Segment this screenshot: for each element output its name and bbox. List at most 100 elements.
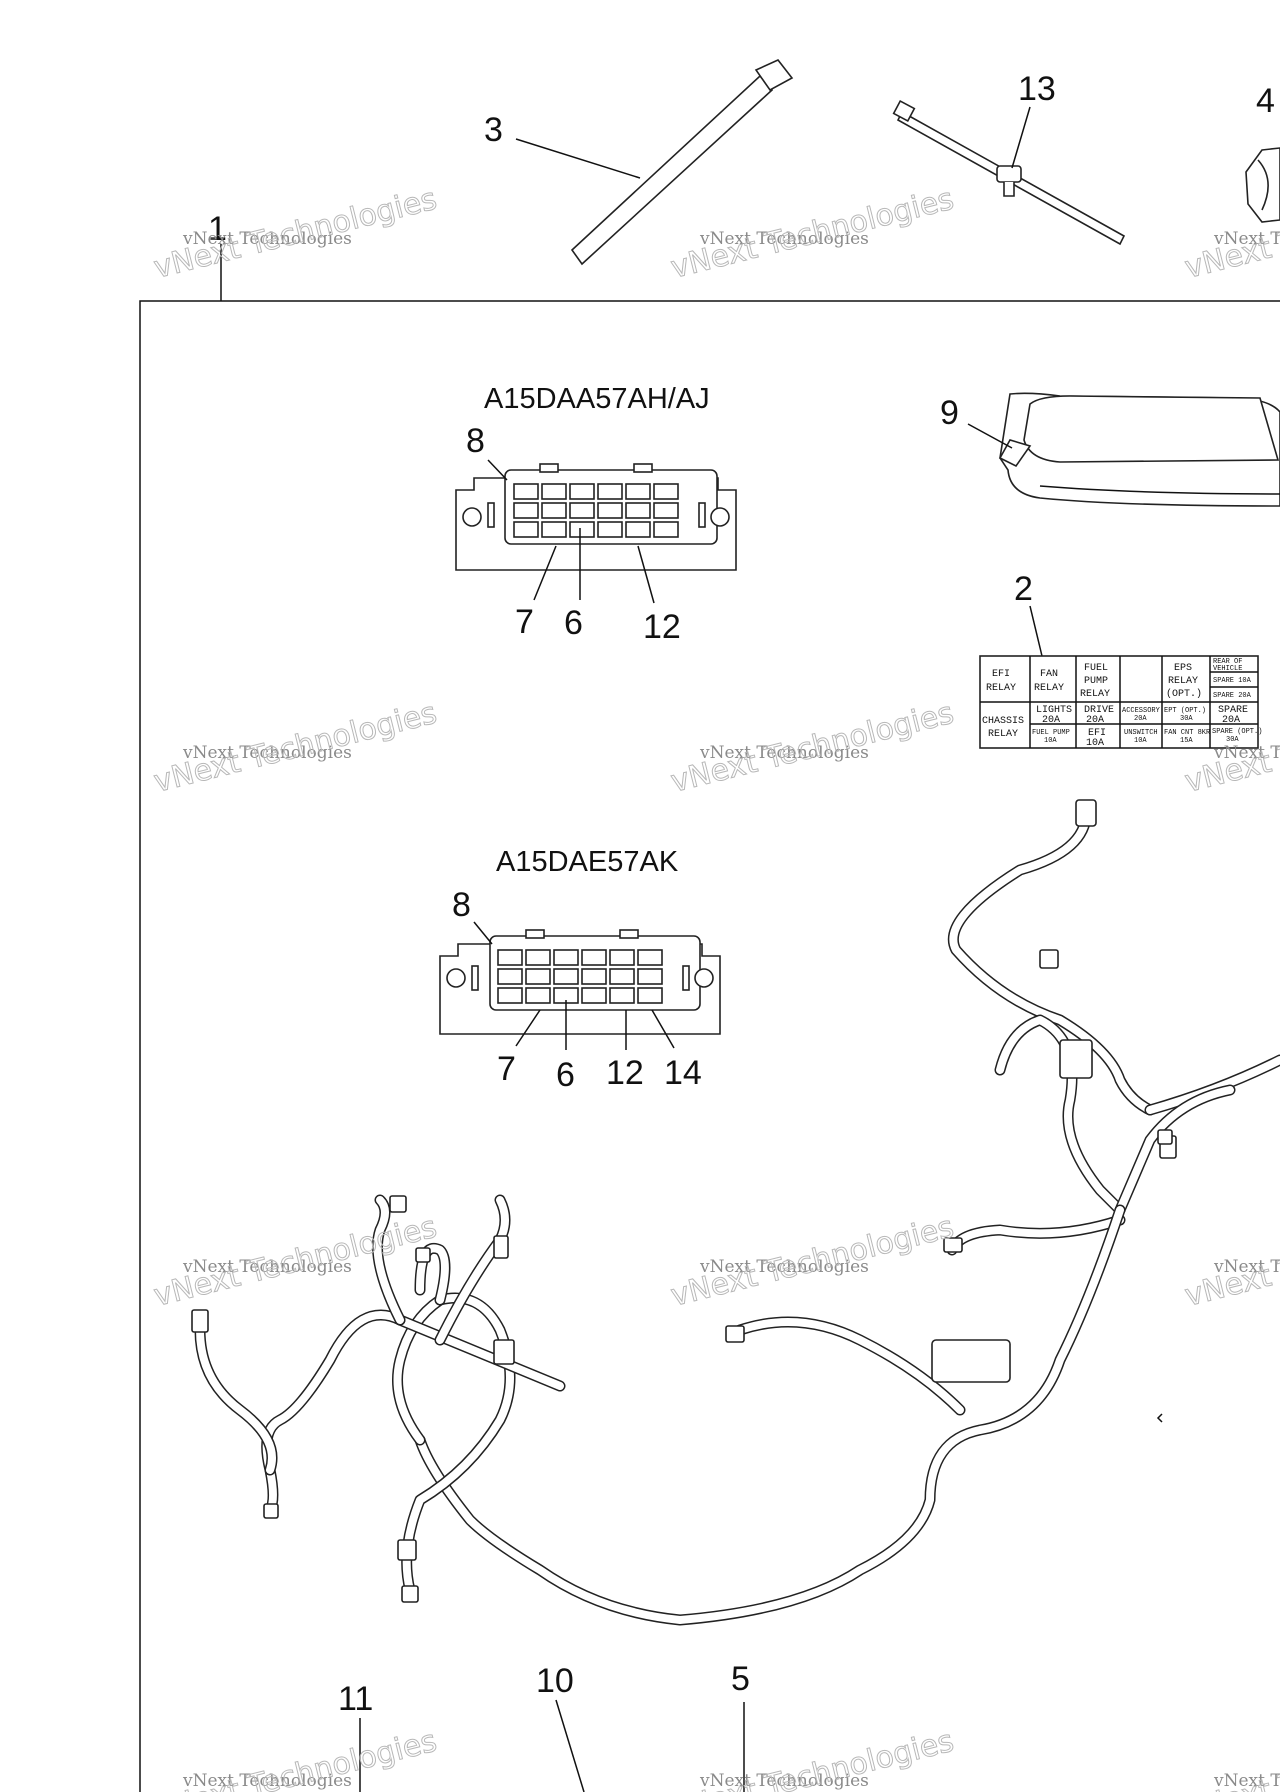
svg-text:SPARE (OPT.): SPARE (OPT.) <box>1212 728 1262 736</box>
svg-text:RELAY: RELAY <box>986 683 1016 694</box>
fuse-slot <box>581 987 607 1004</box>
fusebox-top[interactable] <box>455 463 737 571</box>
fusebox-bottom[interactable] <box>439 929 721 1035</box>
fuse-slot <box>637 949 663 966</box>
watermark-text: vNext Technologies <box>1213 1257 1280 1277</box>
fuse-slot <box>609 949 635 966</box>
fuse-slot <box>541 483 567 500</box>
fuse-slot <box>541 502 567 519</box>
svg-text:(OPT.): (OPT.) <box>1166 688 1202 700</box>
fuse-slot <box>553 949 579 966</box>
svg-text:SPARE 10A: SPARE 10A <box>1213 677 1252 685</box>
watermark-text: vNext Technologies <box>182 229 352 249</box>
fuse-slot <box>597 483 623 500</box>
svg-text:RELAY: RELAY <box>1034 683 1064 694</box>
watermark-text: vNext Technologies <box>1213 229 1280 249</box>
svg-text:20A: 20A <box>1042 715 1060 726</box>
assembly-frame <box>139 300 1280 1792</box>
part-3-cable-tie[interactable] <box>515 59 794 266</box>
watermark-text: vNext Technologies <box>182 743 352 763</box>
svg-text:FUEL: FUEL <box>1084 663 1108 674</box>
callout-9: 9 <box>940 394 959 432</box>
svg-text:RELAY: RELAY <box>988 729 1018 740</box>
watermark-text: vNext Technologies <box>1213 1771 1280 1791</box>
svg-text:20A: 20A <box>1134 715 1147 723</box>
svg-text:FAN CNT 8KR: FAN CNT 8KR <box>1164 729 1211 737</box>
watermark-outline: vNext Technologies <box>1181 1724 1280 1792</box>
callout-2: 2 <box>1014 570 1033 608</box>
fuse-slot <box>637 968 663 985</box>
fuse-slot <box>625 521 651 538</box>
svg-text:RELAY: RELAY <box>1168 676 1198 687</box>
callout-6-bottom: 6 <box>556 1056 575 1094</box>
svg-text:EPS: EPS <box>1174 663 1192 674</box>
watermark-text: vNext Technologies <box>699 743 869 763</box>
callout-7-top: 7 <box>515 603 534 641</box>
part-4-clip[interactable] <box>1245 147 1280 223</box>
callout-11: 11 <box>338 1680 373 1718</box>
svg-text:EPT (OPT.): EPT (OPT.) <box>1164 707 1206 715</box>
callout-1: 1 <box>208 210 227 248</box>
fuse-slot <box>581 949 607 966</box>
fusebox-top-slots <box>513 483 679 538</box>
fuse-slot <box>525 968 551 985</box>
fuse-slot <box>525 949 551 966</box>
fuse-slot <box>497 968 523 985</box>
svg-text:PUMP: PUMP <box>1084 676 1108 687</box>
callout-6-top: 6 <box>564 604 583 642</box>
svg-text:FAN: FAN <box>1040 669 1058 680</box>
callout-8-bottom: 8 <box>452 886 471 924</box>
svg-text:CHASSIS: CHASSIS <box>982 716 1024 727</box>
callout-12-bottom: 12 <box>606 1054 644 1092</box>
svg-text:30A: 30A <box>1180 715 1193 723</box>
callout-8-top: 8 <box>466 422 485 460</box>
fuse-slot <box>637 987 663 1004</box>
svg-text:30A: 30A <box>1226 736 1239 744</box>
svg-text:RELAY: RELAY <box>1080 689 1110 700</box>
fusebox-bottom-title: A15DAE57AK <box>496 846 679 878</box>
svg-text:REAR OF: REAR OF <box>1213 658 1242 666</box>
watermark-text: vNext Technologies <box>1213 743 1280 763</box>
fuse-slot <box>513 502 539 519</box>
svg-text:20A: 20A <box>1086 715 1104 726</box>
fuse-slot <box>569 483 595 500</box>
svg-text:10A: 10A <box>1086 738 1104 749</box>
svg-text:EFI: EFI <box>992 669 1010 680</box>
fuse-slot <box>597 521 623 538</box>
fuse-slot <box>609 968 635 985</box>
part-13-push-mount-tie[interactable] <box>892 99 1126 246</box>
fuse-slot <box>497 987 523 1004</box>
svg-text:FUEL PUMP: FUEL PUMP <box>1032 729 1070 737</box>
fuse-slot <box>513 521 539 538</box>
watermark-text: vNext Technologies <box>699 229 869 249</box>
callout-3: 3 <box>484 111 503 149</box>
callout-7-bottom: 7 <box>497 1050 516 1088</box>
callout-13: 13 <box>1018 70 1056 108</box>
svg-text:VEHICLE: VEHICLE <box>1213 665 1242 673</box>
svg-text:10A: 10A <box>1044 737 1057 745</box>
svg-text:LIGHTS: LIGHTS <box>1036 705 1072 716</box>
fuse-slot <box>541 521 567 538</box>
fusebox-bottom-slots <box>497 949 663 1004</box>
part-9-fuse-cover[interactable] <box>998 392 1280 507</box>
svg-text:SPARE: SPARE <box>1218 705 1248 716</box>
fuse-slot <box>553 968 579 985</box>
callout-4: 4 <box>1256 82 1275 120</box>
fuse-slot <box>525 987 551 1004</box>
main-wiring-harness[interactable] <box>194 802 1280 1626</box>
callout-14: 14 <box>664 1054 702 1092</box>
fusebox-top-title: A15DAA57AH/AJ <box>484 383 710 415</box>
svg-text:20A: 20A <box>1222 715 1240 726</box>
fuse-slot <box>609 987 635 1004</box>
fuse-slot <box>569 502 595 519</box>
harness-connectors <box>191 799 1177 1603</box>
fuse-slot <box>513 483 539 500</box>
watermark-text: vNext Technologies <box>182 1257 352 1277</box>
callout-10: 10 <box>536 1662 574 1700</box>
fuse-slot <box>497 949 523 966</box>
svg-text:ACCESSORY: ACCESSORY <box>1122 707 1161 715</box>
part-2-fuse-label[interactable]: EFI RELAY FAN RELAY FUEL PUMP RELAY EPS … <box>979 655 1262 749</box>
svg-text:EFI: EFI <box>1088 728 1106 739</box>
callout-12-top: 12 <box>643 608 681 646</box>
